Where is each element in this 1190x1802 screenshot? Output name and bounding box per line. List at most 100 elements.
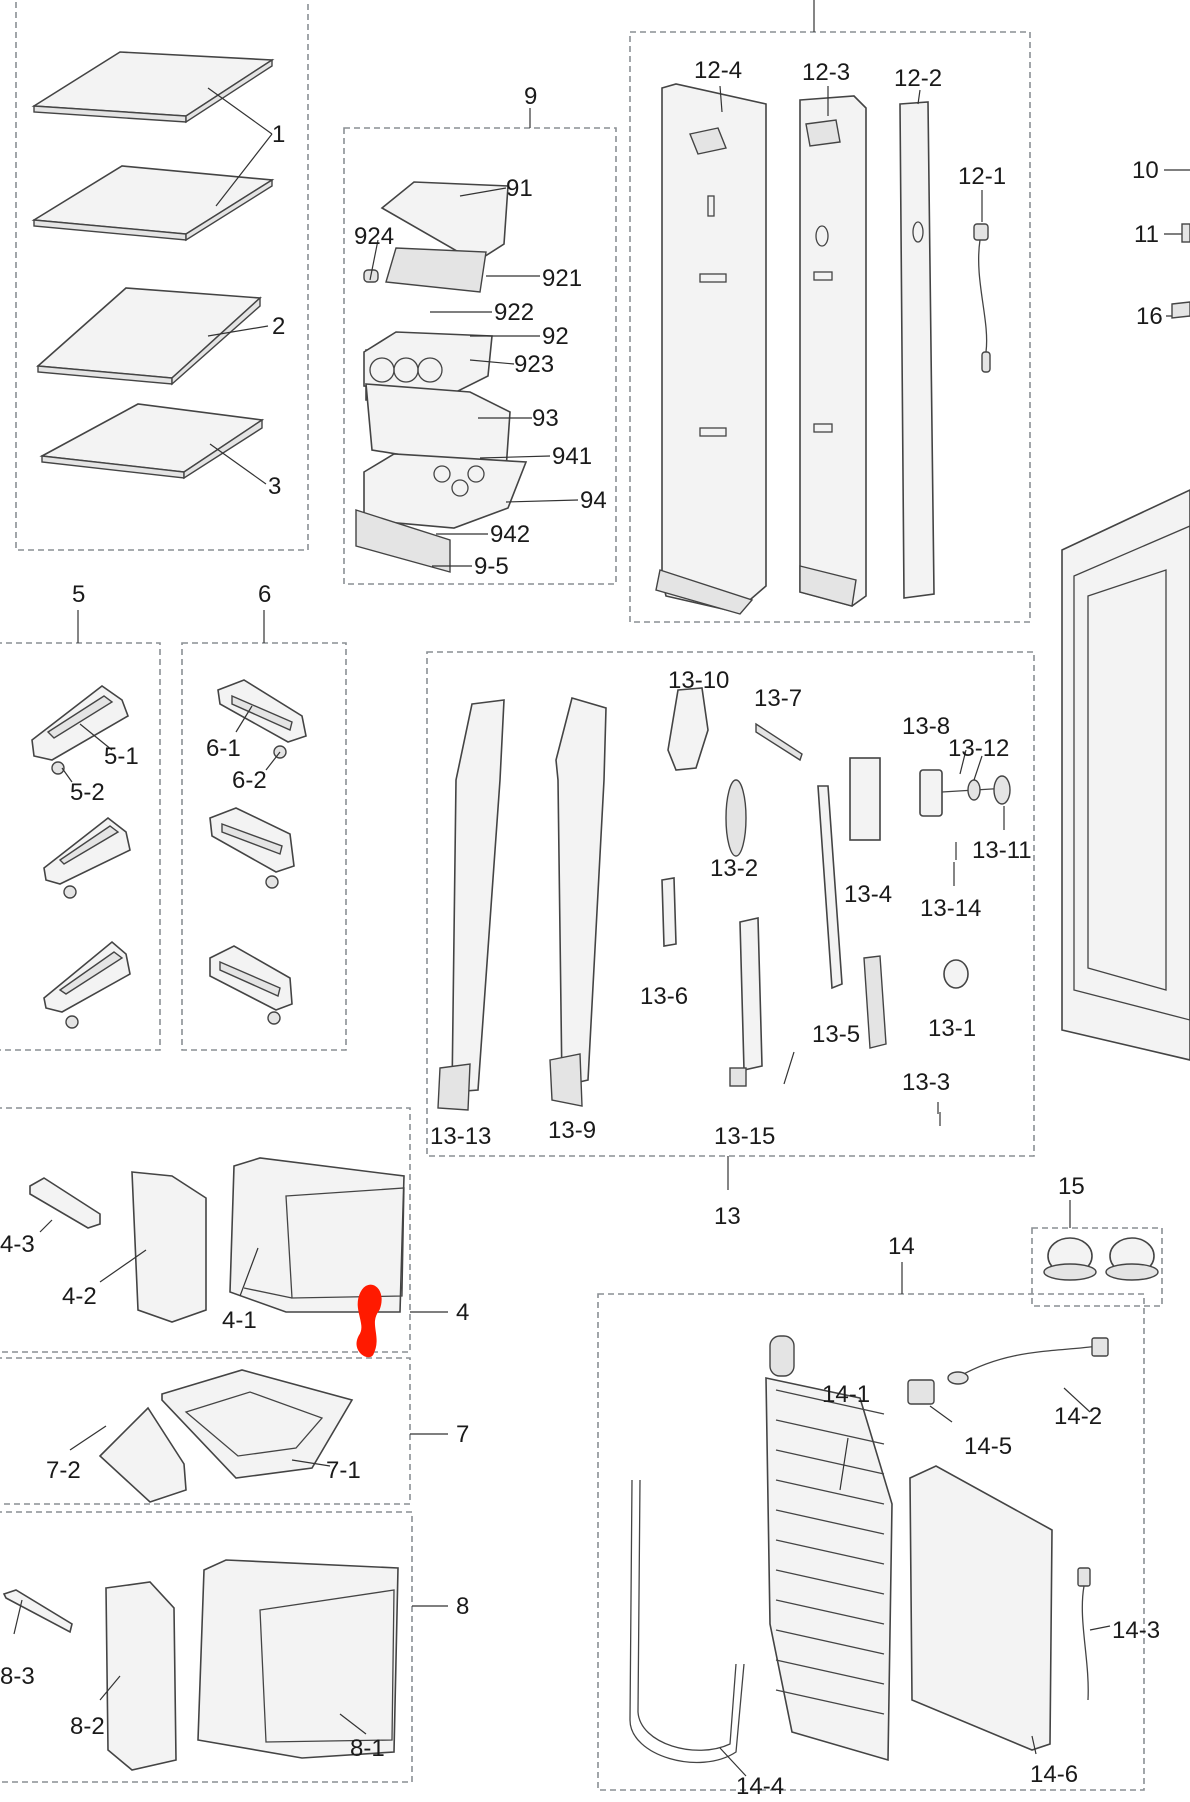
label-g15: 15 xyxy=(1058,1173,1085,1200)
label-p94: 94 xyxy=(580,487,607,514)
shelf-1-upper xyxy=(31,51,275,124)
label-p8_1: 8-1 xyxy=(350,1735,385,1762)
label-p13_11: 13-11 xyxy=(972,837,1032,864)
label-p93: 93 xyxy=(532,405,559,432)
label-p13_10: 13-10 xyxy=(668,667,729,694)
label-p14_4: 14-4 xyxy=(736,1773,784,1800)
group-8-leader-lines xyxy=(13,1599,367,1735)
tray-assembly-7 xyxy=(98,1369,354,1503)
group-12-leader-lines xyxy=(719,85,983,222)
group-box-shelves xyxy=(15,0,309,551)
label-p14_6: 14-6 xyxy=(1030,1761,1078,1788)
group-5-6-leader-lines xyxy=(61,705,281,783)
label-p13_13: 13-13 xyxy=(430,1123,491,1150)
label-p13_7: 13-7 xyxy=(754,685,802,712)
label-p922: 922 xyxy=(494,299,534,326)
label-p924: 924 xyxy=(354,223,394,250)
group-box-14 xyxy=(597,1293,1145,1791)
label-p12_3: 12-3 xyxy=(802,59,850,86)
shelf-1-lower xyxy=(31,165,275,242)
bin-assembly-8 xyxy=(2,1559,399,1771)
label-p6_2: 6-2 xyxy=(232,767,267,794)
label-p942: 942 xyxy=(490,521,530,548)
label-p13_14: 13-14 xyxy=(920,895,981,922)
duct-13-13 xyxy=(437,699,505,1111)
door-panel-12-3 xyxy=(799,95,867,607)
label-p12_2: 12-2 xyxy=(894,65,942,92)
label-p8_3: 8-3 xyxy=(0,1663,35,1690)
label-p4_1: 4-1 xyxy=(222,1307,257,1334)
red-marker-annotation xyxy=(356,1284,382,1358)
label-p14_3: 14-3 xyxy=(1112,1617,1160,1644)
label-g16: 16 xyxy=(1136,303,1163,330)
door-sensor-12-1 xyxy=(973,223,991,373)
label-p921: 921 xyxy=(542,265,582,292)
shelf-2 xyxy=(36,287,262,386)
label-g13: 13 xyxy=(714,1203,741,1230)
group-box-13 xyxy=(426,651,1035,1157)
group-box-15 xyxy=(1031,1227,1163,1307)
label-p3: 3 xyxy=(268,473,281,500)
label-p13_5: 13-5 xyxy=(812,1021,860,1048)
label-p14_5: 14-5 xyxy=(964,1433,1012,1460)
label-g14: 14 xyxy=(888,1233,915,1260)
refrigerator-cabinet xyxy=(1061,489,1190,1061)
label-p4_3: 4-3 xyxy=(0,1231,35,1258)
label-p91: 91 xyxy=(506,175,533,202)
label-p12_4: 12-4 xyxy=(694,57,742,84)
label-g5: 5 xyxy=(72,581,85,608)
parts-13-center xyxy=(661,687,887,1087)
group-9-leader-lines xyxy=(369,187,579,567)
label-g9: 9 xyxy=(524,83,537,110)
label-p13_8: 13-8 xyxy=(902,713,950,740)
parts-14-right xyxy=(907,1337,1109,1751)
group-box-8 xyxy=(0,1511,413,1783)
parts-13-right xyxy=(919,769,1011,1126)
label-p5_2: 5-2 xyxy=(70,779,105,806)
label-p8_2: 8-2 xyxy=(70,1713,105,1740)
shelf-3 xyxy=(39,403,265,480)
diagram-labels: 9 5 6 10 11 16 13 4 7 8 14 15 1 2 3 91 9… xyxy=(0,57,1163,1800)
label-p13_1: 13-1 xyxy=(928,1015,976,1042)
label-p4_2: 4-2 xyxy=(62,1283,97,1310)
label-p92: 92 xyxy=(542,323,569,350)
tube-14-4 xyxy=(629,1479,745,1764)
group-13-leader-lines xyxy=(937,749,1005,1114)
label-p13_15: 13-15 xyxy=(714,1123,775,1150)
label-p6_1: 6-1 xyxy=(206,735,241,762)
door-strip-12-2 xyxy=(899,101,935,599)
group-14-leader-lines xyxy=(719,1387,1111,1777)
label-p923: 923 xyxy=(514,351,554,378)
label-g8: 8 xyxy=(456,1593,469,1620)
door-bins-5 xyxy=(31,685,131,1029)
label-p13_3: 13-3 xyxy=(902,1069,950,1096)
group-box-9 xyxy=(343,127,617,585)
label-p941: 941 xyxy=(552,443,592,470)
bin-assembly-4 xyxy=(29,1157,405,1323)
label-g6: 6 xyxy=(258,581,271,608)
label-p14_2: 14-2 xyxy=(1054,1403,1102,1430)
label-p5_1: 5-1 xyxy=(104,743,139,770)
label-p13_12: 13-12 xyxy=(948,735,1009,762)
group-box-12 xyxy=(629,31,1031,623)
ice-maker-assembly xyxy=(355,181,528,573)
label-p9_5: 9-5 xyxy=(474,553,509,580)
label-p13_6: 13-6 xyxy=(640,983,688,1010)
label-p13_4: 13-4 xyxy=(844,881,892,908)
label-g4: 4 xyxy=(456,1299,469,1326)
label-p14_1: 14-1 xyxy=(822,1381,870,1408)
door-bins-6 xyxy=(209,679,307,1025)
label-p7_1: 7-1 xyxy=(326,1457,361,1484)
label-g7: 7 xyxy=(456,1421,469,1448)
feet-15 xyxy=(1043,1237,1159,1281)
evaporator-14-1 xyxy=(765,1335,893,1762)
shelf-leader-lines xyxy=(207,87,273,485)
group-4-leader-lines xyxy=(39,1219,259,1297)
group-7-leader-lines xyxy=(69,1425,331,1467)
label-g10: 10 xyxy=(1132,157,1159,184)
duct-13-9 xyxy=(549,696,607,1107)
label-p2: 2 xyxy=(272,313,285,340)
label-g11: 11 xyxy=(1134,221,1159,248)
label-p13_9: 13-9 xyxy=(548,1117,596,1144)
